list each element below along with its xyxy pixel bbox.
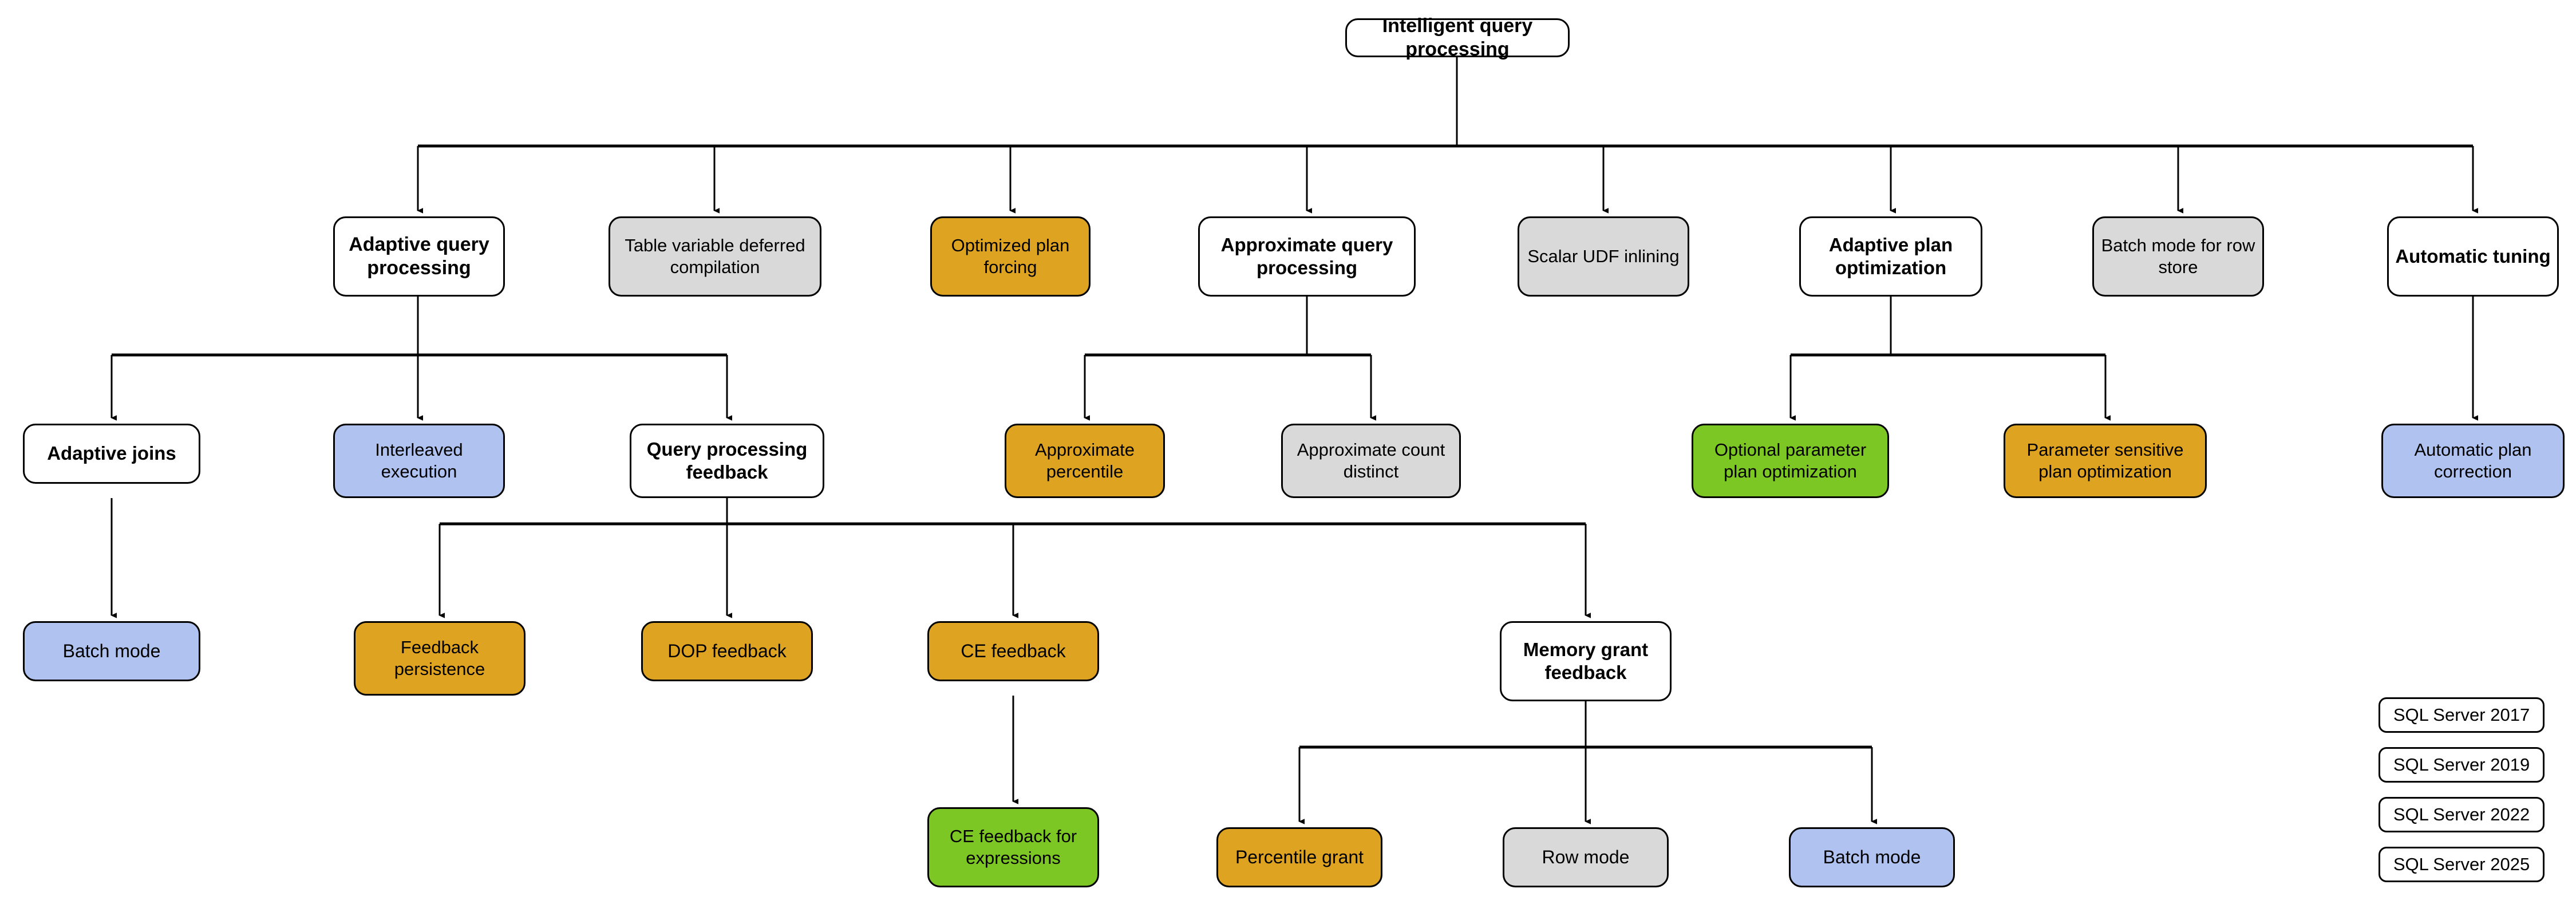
node-memory-grant-feedback[interactable]: Memory grant feedback [1500,621,1672,701]
node-label: Scalar UDF inlining [1527,246,1680,267]
node-label: Memory grant feedback [1523,638,1649,683]
legend-label: SQL Server 2017 [2393,705,2530,725]
node-label: Automatic plan correction [2414,440,2532,481]
node-adaptive-plan-optimization[interactable]: Adaptive plan optimization [1799,216,1982,297]
node-batch-mode-adaptive-joins[interactable]: Batch mode [23,621,200,681]
node-label: Optimized plan forcing [951,235,1070,277]
node-interleaved-execution[interactable]: Interleaved execution [333,424,505,498]
legend-label: SQL Server 2025 [2393,854,2530,874]
node-label: Approximate query processing [1220,234,1393,278]
node-label: Feedback persistence [394,637,485,679]
node-ce-feedback[interactable]: CE feedback [927,621,1099,681]
node-label: Interleaved execution [375,440,463,481]
node-parameter-sensitive-plan-optimization[interactable]: Parameter sensitive plan optimization [2004,424,2207,498]
node-approximate-query-processing[interactable]: Approximate query processing [1198,216,1416,297]
node-label: Query processing feedback [646,438,808,483]
node-label: Adaptive query processing [349,233,489,279]
node-label: Table variable deferred compilation [625,235,805,277]
node-label: DOP feedback [667,640,787,661]
node-optional-parameter-plan-optimization[interactable]: Optional parameter plan optimization [1692,424,1889,498]
node-label: Batch mode [1823,846,1921,867]
node-automatic-tuning[interactable]: Automatic tuning [2387,216,2559,297]
node-label: Automatic tuning [2395,245,2551,267]
node-label: Parameter sensitive plan optimization [2026,440,2184,481]
legend-item-sql-server-2022[interactable]: SQL Server 2022 [2379,797,2545,832]
node-feedback-persistence[interactable]: Feedback persistence [354,621,526,696]
node-table-variable-deferred-compilation[interactable]: Table variable deferred compilation [609,216,821,297]
node-label: Intelligent query processing [1382,14,1533,60]
node-label: Optional parameter plan optimization [1714,440,1867,481]
node-approximate-percentile[interactable]: Approximate percentile [1005,424,1165,498]
node-label: Approximate count distinct [1297,440,1445,481]
node-intelligent-query-processing[interactable]: Intelligent query processing [1345,15,1570,60]
node-label: Adaptive plan optimization [1828,234,1953,278]
legend-label: SQL Server 2022 [2393,804,2530,824]
node-dop-feedback[interactable]: DOP feedback [641,621,813,681]
node-optimized-plan-forcing[interactable]: Optimized plan forcing [930,216,1091,297]
node-label: Row mode [1542,846,1630,867]
node-batch-mode-for-row-store[interactable]: Batch mode for row store [2092,216,2264,297]
legend-item-sql-server-2025[interactable]: SQL Server 2025 [2379,847,2545,882]
node-row-mode[interactable]: Row mode [1503,827,1669,887]
node-automatic-plan-correction[interactable]: Automatic plan correction [2381,424,2565,498]
node-label: Adaptive joins [47,443,176,464]
node-adaptive-joins[interactable]: Adaptive joins [23,424,200,484]
node-batch-mode-memory-grant[interactable]: Batch mode [1789,827,1955,887]
node-scalar-udf-inlining[interactable]: Scalar UDF inlining [1518,216,1689,297]
node-label: Percentile grant [1235,846,1364,867]
node-label: Batch mode for row store [2101,235,2255,277]
node-label: Approximate percentile [1034,440,1135,481]
node-label: CE feedback [961,640,1066,661]
node-approximate-count-distinct[interactable]: Approximate count distinct [1281,424,1461,498]
node-label: Batch mode [62,640,161,661]
legend-label: SQL Server 2019 [2393,755,2530,775]
legend-item-sql-server-2017[interactable]: SQL Server 2017 [2379,697,2545,733]
node-ce-feedback-for-expressions[interactable]: CE feedback for expressions [927,807,1099,887]
node-adaptive-query-processing[interactable]: Adaptive query processing [333,216,505,297]
node-query-processing-feedback[interactable]: Query processing feedback [630,424,824,498]
node-percentile-grant[interactable]: Percentile grant [1216,827,1382,887]
node-label: CE feedback for expressions [949,826,1077,868]
legend-item-sql-server-2019[interactable]: SQL Server 2019 [2379,747,2545,783]
